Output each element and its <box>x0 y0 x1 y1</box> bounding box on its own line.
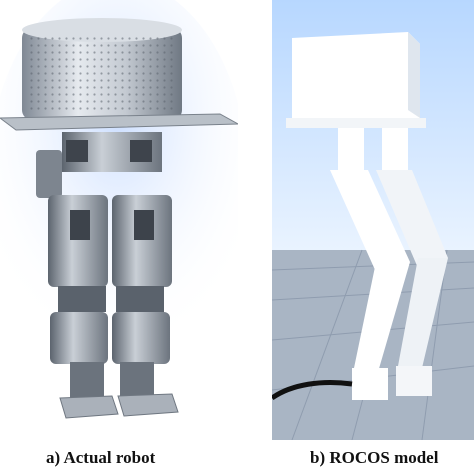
caption-rocos-model: b) ROCOS model <box>310 448 439 467</box>
robot-photo-illustration <box>0 0 238 419</box>
rocos-model-illustration <box>272 0 474 440</box>
actual-robot-photo <box>0 0 238 440</box>
rocos-model-render <box>272 0 474 440</box>
caption-actual-robot: a) Actual robot <box>46 448 156 467</box>
